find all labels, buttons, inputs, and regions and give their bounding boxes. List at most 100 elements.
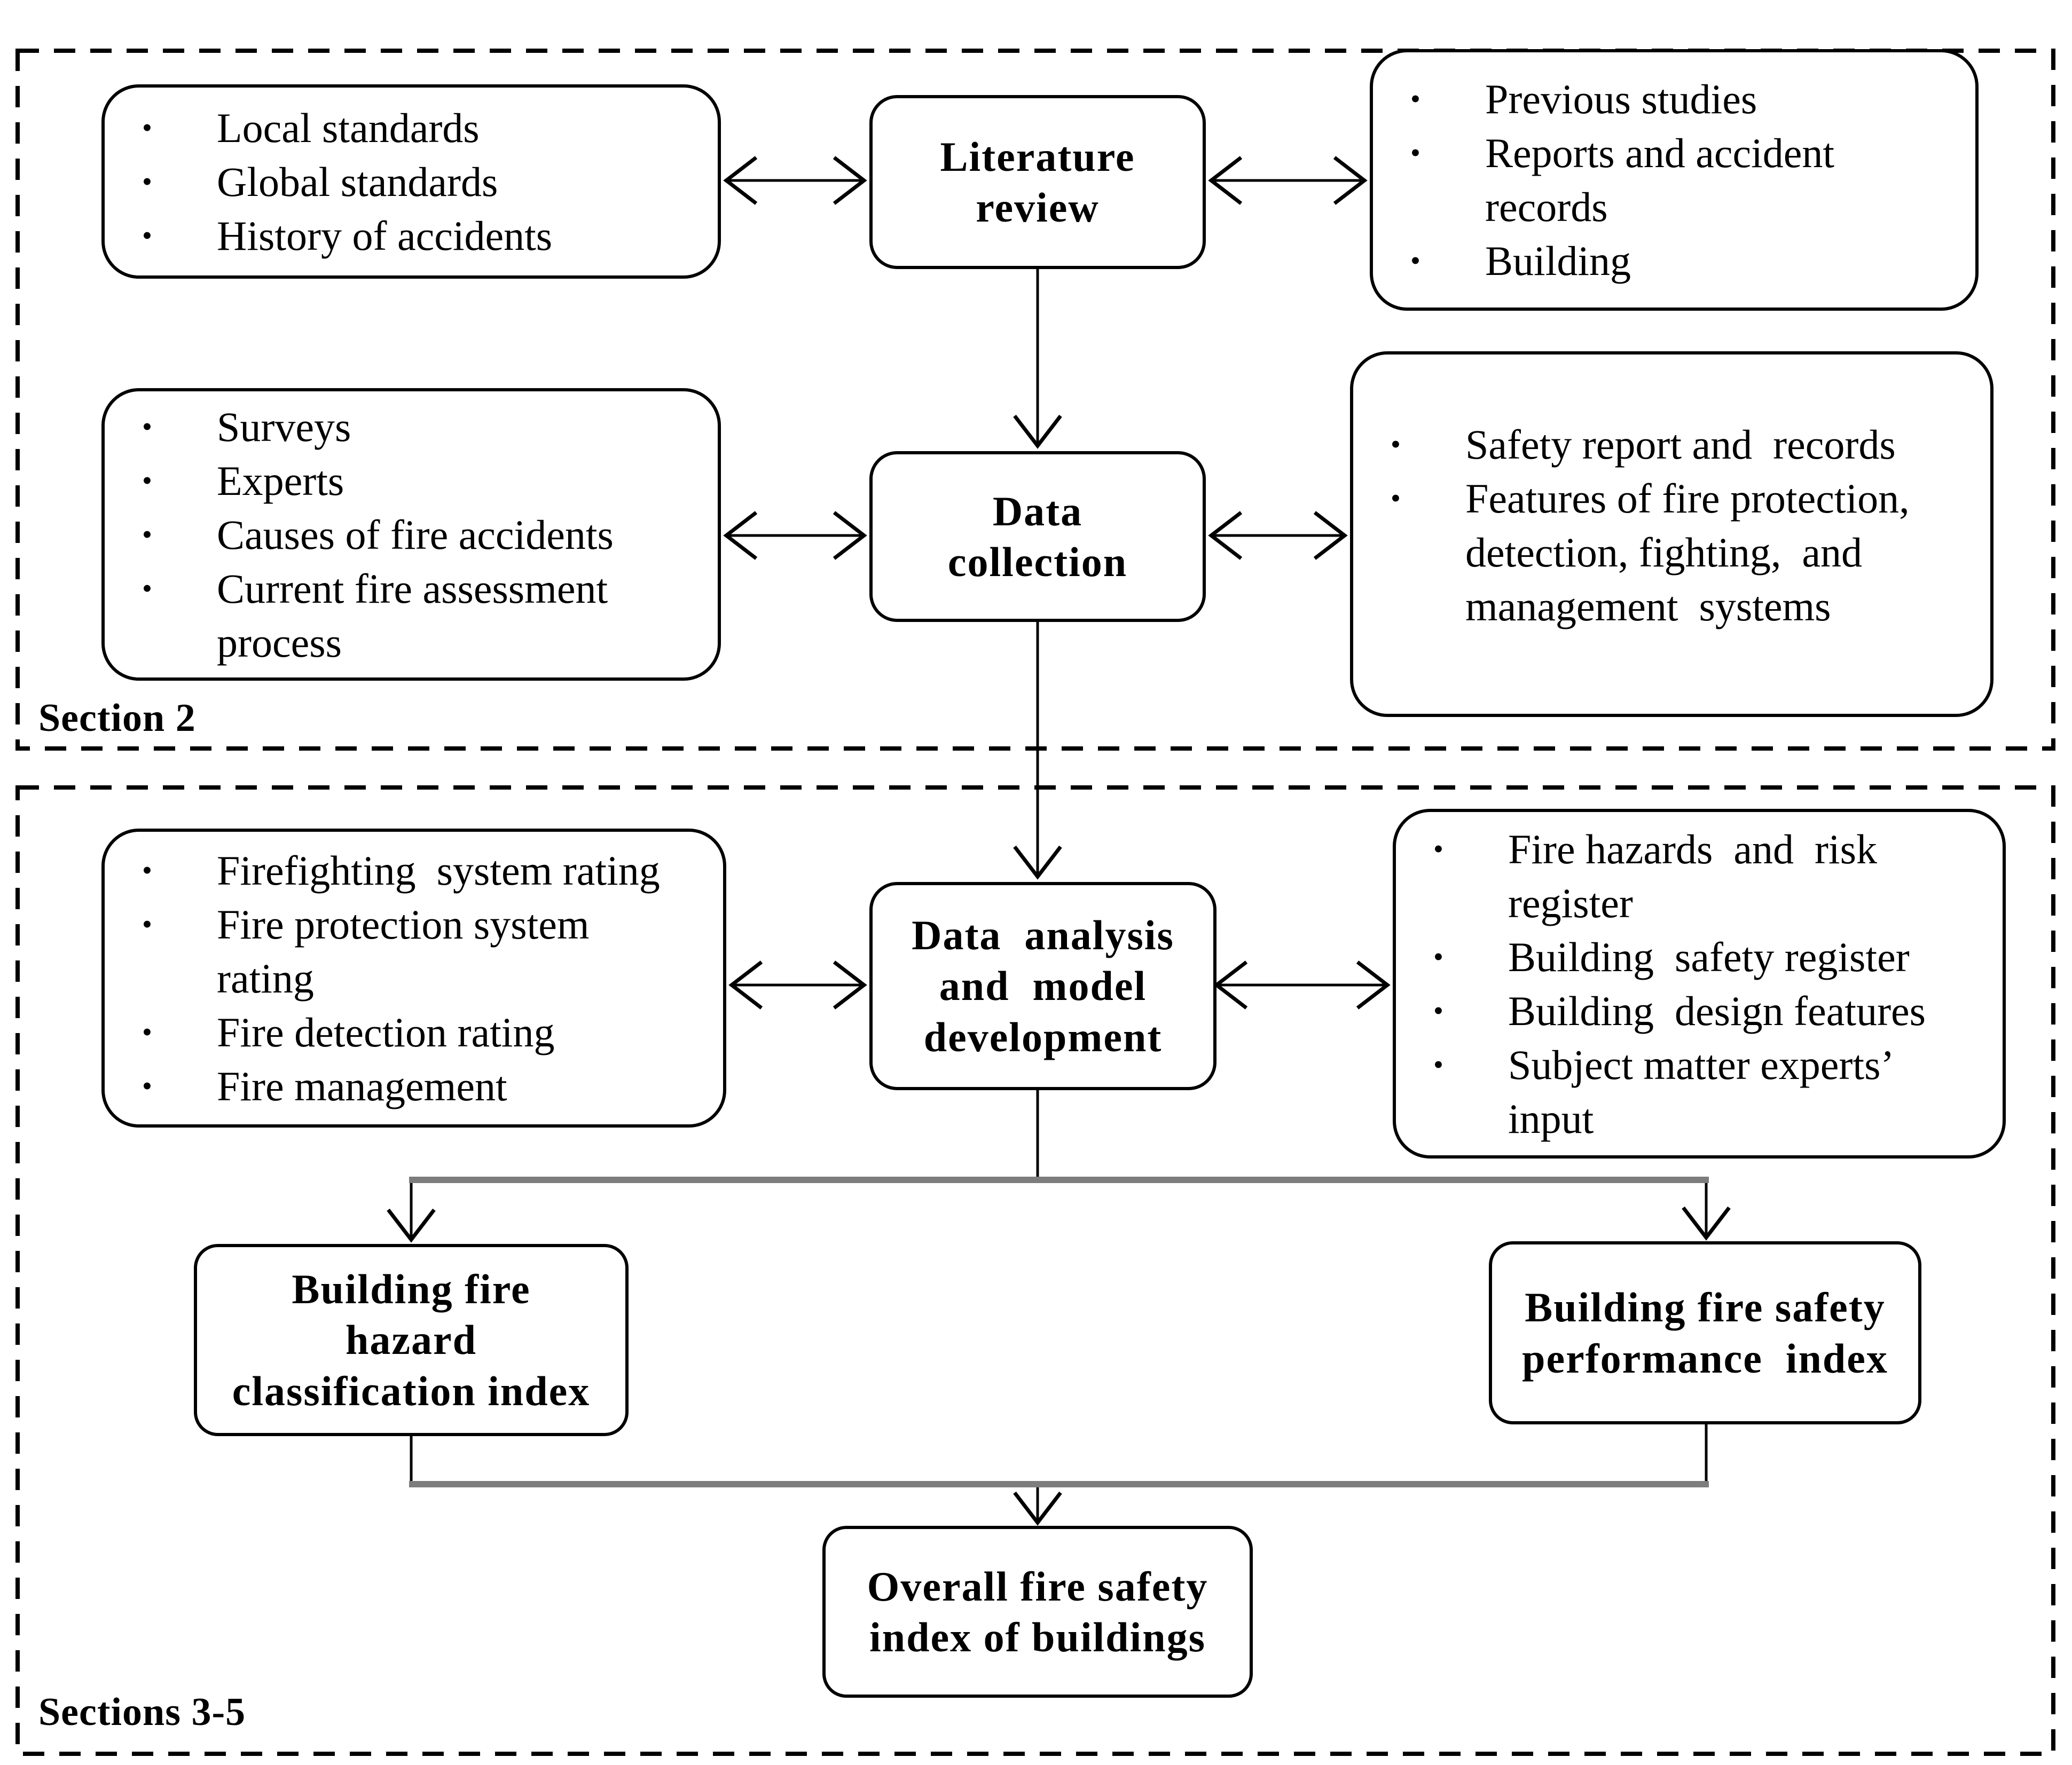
merge-bar <box>409 1481 1709 1487</box>
text-line: Literature <box>940 133 1135 180</box>
bullet-icon: • <box>142 410 152 443</box>
list-item-text: Fire detection rating <box>217 1005 707 1059</box>
text-line: Fire hazards and risk <box>1508 825 1877 872</box>
list-item-text: Global standards <box>217 155 702 209</box>
bullet-icon: • <box>1410 245 1420 277</box>
bullet-icon: • <box>1391 482 1401 514</box>
bullet-icon: • <box>142 908 152 940</box>
list-item-text: Building safety register <box>1508 930 1987 984</box>
list-item-text: Building <box>1485 234 1959 288</box>
text-line: Previous studies <box>1485 76 1757 122</box>
list-item: • Firefighting system rating <box>142 844 707 897</box>
text-line: Subject matter experts’ <box>1508 1041 1895 1088</box>
bullet-icon: • <box>1433 1048 1443 1081</box>
list-item-text: Fire hazards and risk register <box>1508 822 1987 930</box>
bullet-icon: • <box>1391 428 1401 460</box>
text-line: Data <box>992 487 1083 534</box>
text-line: rating <box>217 955 314 1002</box>
text-line: register <box>1508 879 1633 926</box>
list-item: • Building safety register <box>1433 930 1987 984</box>
list-item: • Safety report and records <box>1391 417 1974 471</box>
text-line: Building safety register <box>1508 933 1910 980</box>
list-item: •Causes of fire accidents <box>142 508 702 562</box>
text-line: Building design features <box>1508 987 1926 1034</box>
text-line: Reports and accident <box>1485 130 1835 176</box>
list-item-text: Building design features <box>1508 984 1987 1038</box>
box-safety-reports: • Safety report and records • Features of f… <box>1350 351 1993 717</box>
bullet-icon: • <box>142 854 152 886</box>
bullet-icon: • <box>1433 940 1443 973</box>
text-line: process <box>217 619 342 666</box>
bullet-icon: • <box>142 1015 152 1048</box>
list-item: • Fire detection rating <box>142 1005 707 1059</box>
bullet-icon: • <box>142 518 152 550</box>
list-item: • Features of fire protection, detection, … <box>1391 471 1974 633</box>
bullet-icon: • <box>142 1069 152 1102</box>
list-item-text: Fire management <box>217 1059 707 1113</box>
list-item: • Local standards <box>142 101 702 155</box>
list-item: • Surveys <box>142 400 702 454</box>
list-item-text: Current fire assessment process <box>217 562 702 669</box>
text-line: index of buildings <box>869 1614 1206 1660</box>
text-line: Building <box>1485 238 1631 284</box>
text-line: Overall fire safety <box>867 1563 1208 1610</box>
list-item-text: Previous studies <box>1485 72 1959 126</box>
sections-3-5-frame <box>15 785 2055 1756</box>
text-line: Firefighting system rating <box>217 847 660 894</box>
bullet-icon: • <box>142 219 152 251</box>
text-line: Surveys <box>217 403 351 450</box>
bullet-icon: • <box>1433 832 1443 865</box>
text-line: Current fire assessment <box>217 565 608 612</box>
text-line: input <box>1508 1095 1594 1142</box>
text-line: performance index <box>1522 1335 1888 1382</box>
box-hazards-register: • Fire hazards and risk register • Building … <box>1393 809 2006 1159</box>
text-line: management systems <box>1465 583 1831 629</box>
list-item-text: Firefighting system rating <box>217 844 707 897</box>
text-line: Fire management <box>217 1062 507 1109</box>
text-line: collection <box>947 539 1128 585</box>
list-item-text: Safety report and records <box>1465 417 1974 471</box>
section-2-frame <box>15 49 2055 751</box>
text-line: Local standards <box>217 104 480 151</box>
text-line: Building fire safety <box>1525 1284 1886 1331</box>
text-line: detection, fighting, and <box>1465 529 1862 576</box>
branch-bar <box>409 1177 1709 1183</box>
text-line: Experts <box>217 457 344 504</box>
list-item-text: Features of fire protection, detection, f… <box>1465 471 1974 633</box>
list-item: • Building design features <box>1433 984 1987 1038</box>
text-line: Safety report and records <box>1465 421 1896 468</box>
text-line: and model <box>939 963 1147 1010</box>
list-item: •Global standards <box>142 155 702 209</box>
list-item-text: Local standards <box>217 101 702 155</box>
bullet-icon: • <box>142 572 152 604</box>
list-item: • History of accidents <box>142 209 702 263</box>
text-line: History of accidents <box>217 212 553 259</box>
bullet-icon: • <box>142 464 152 497</box>
list-item: • Current fire assessment process <box>142 562 702 669</box>
text-line: hazard <box>346 1317 477 1364</box>
text-line: Features of fire protection, <box>1465 475 1910 522</box>
list-item-text: History of accidents <box>217 209 702 263</box>
text-line: review <box>976 184 1100 231</box>
list-item-text: Subject matter experts’ input <box>1508 1038 1987 1146</box>
bullet-icon: • <box>1433 994 1443 1027</box>
list-item: • Fire hazards and risk register <box>1433 822 1987 930</box>
section-2-label: Section 2 <box>38 696 196 740</box>
list-item: • Building <box>1410 234 1959 288</box>
list-item: •Previous studies <box>1410 72 1959 126</box>
box-standards: • Local standards•Global standards • Histor… <box>101 84 721 279</box>
text-line: Fire detection rating <box>217 1008 555 1055</box>
list-item-text: Experts <box>217 454 702 508</box>
text-line: development <box>923 1013 1163 1060</box>
bullet-icon: • <box>142 111 152 144</box>
